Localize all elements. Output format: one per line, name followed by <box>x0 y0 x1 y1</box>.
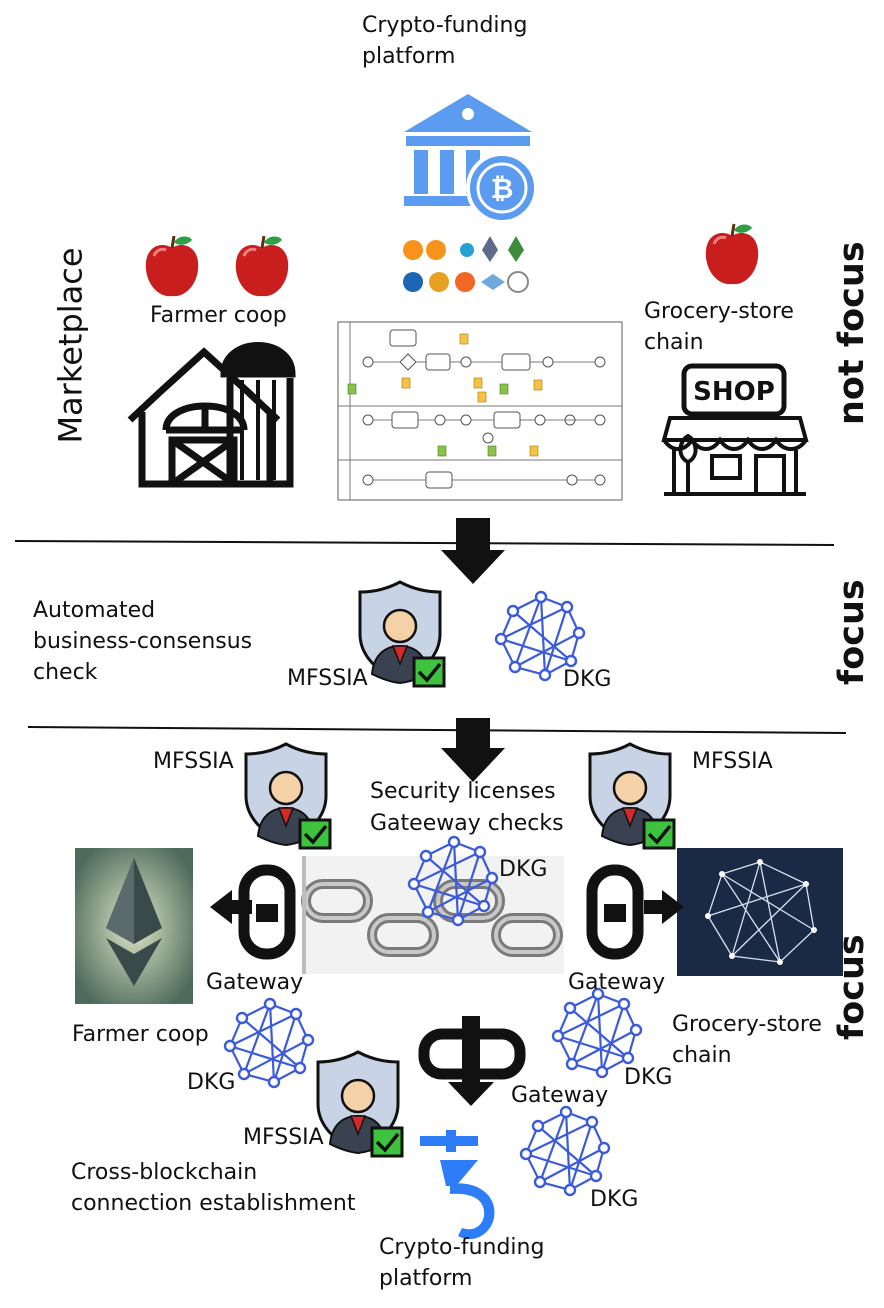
cross-blockchain-label: Cross-blockchain <box>71 1160 258 1185</box>
apple-icon <box>144 234 200 298</box>
security-licenses-label: Security licenses <box>370 779 556 804</box>
automated-check-label-line2: business-consensus <box>33 629 253 654</box>
dkg-network-icon <box>223 997 315 1089</box>
gateway-label: Gateway <box>206 970 304 995</box>
dkg-label: DKG <box>563 667 612 692</box>
mfssia-label: MFSSIA <box>243 1125 324 1150</box>
crypto-funding-title: Crypto-funding <box>362 13 528 38</box>
gateway-label: Gateway <box>568 970 666 995</box>
automated-check-label: Automated <box>33 598 156 623</box>
divider-line <box>27 726 847 734</box>
dkg-label: DKG <box>590 1187 639 1212</box>
grocery-store-label: Grocery-store <box>672 1012 822 1037</box>
crypto-coins-icon <box>403 236 529 293</box>
apple-icon <box>704 222 760 286</box>
shop-icon: SHOP <box>661 363 809 496</box>
svg-text:₿: ₿ <box>491 172 514 205</box>
dkg-label: DKG <box>187 1070 236 1095</box>
down-arrow-icon <box>441 518 505 584</box>
grocery-store-label-line2: chain <box>672 1043 732 1068</box>
apple-icon <box>234 234 290 298</box>
gateway-right-icon <box>592 870 684 954</box>
grocery-store-label-line2: chain <box>644 330 704 355</box>
dkg-label: DKG <box>624 1065 673 1090</box>
mfssia-shield-icon <box>588 742 676 850</box>
down-arrow-icon <box>441 718 505 782</box>
not-focus-label: not focus <box>832 241 872 425</box>
dkg-label: DKG <box>499 857 548 882</box>
crypto-funding-title-line2: platform <box>362 44 456 69</box>
tezos-logo-icon <box>420 1130 495 1240</box>
mfssia-shield-icon <box>358 580 446 688</box>
gateway-left-icon <box>210 870 290 954</box>
divider-line <box>14 540 835 546</box>
marketplace-label: Marketplace <box>51 247 90 444</box>
network-logo-icon <box>677 848 843 976</box>
gateway-down-icon <box>418 1016 526 1106</box>
crypto-funding-platform-label-line2: platform <box>379 1266 473 1291</box>
grocery-store-label: Grocery-store <box>644 299 794 324</box>
cross-blockchain-label-line2: connection establishment <box>71 1191 356 1216</box>
focus-label-middle: focus <box>832 579 872 685</box>
mfssia-label: MFSSIA <box>692 749 773 774</box>
bpmn-process-diagram <box>337 321 623 501</box>
gateway-checks-label: Gateeway checks <box>370 811 564 836</box>
mfssia-shield-icon <box>244 742 332 850</box>
farmer-coop-label: Farmer coop <box>72 1022 209 1047</box>
barn-icon <box>127 342 296 488</box>
automated-check-label-line3: check <box>33 660 98 685</box>
ethereum-logo-icon <box>75 848 193 1004</box>
shop-sign: SHOP <box>693 377 775 407</box>
mfssia-label: MFSSIA <box>287 666 368 691</box>
mfssia-shield-icon <box>316 1050 404 1158</box>
mfssia-label: MFSSIA <box>153 749 234 774</box>
gateway-label: Gateway <box>511 1083 609 1108</box>
farmer-coop-label: Farmer coop <box>150 303 287 328</box>
dkg-network-icon <box>519 1105 611 1197</box>
bank-icon: ₿ <box>404 94 538 224</box>
crypto-funding-platform-label: Crypto-funding <box>379 1235 545 1260</box>
focus-label-bottom: focus <box>832 934 872 1040</box>
